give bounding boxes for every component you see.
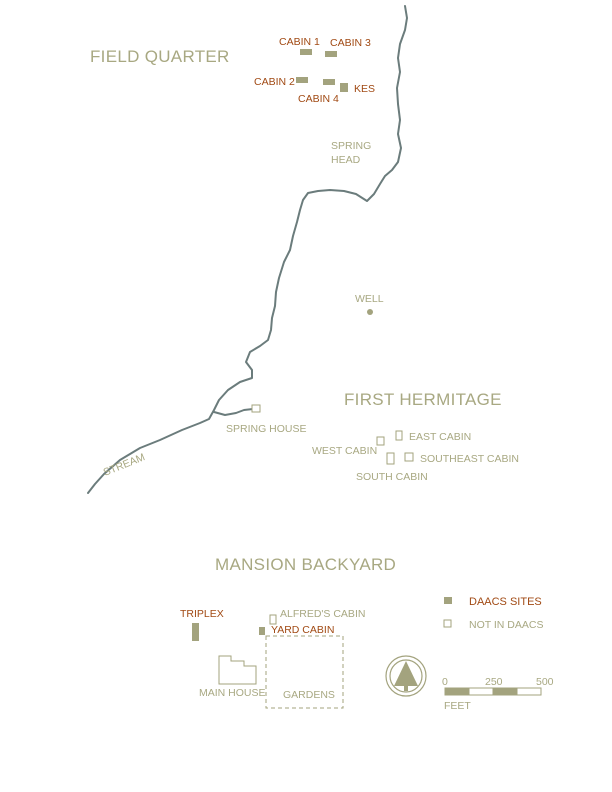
label-spring-house: SPRING HOUSE (226, 423, 307, 435)
site-marker-alfreds-cabin (269, 614, 277, 625)
scale-tick-250: 250 (485, 676, 503, 688)
site-marker-triplex (192, 623, 199, 641)
label-cabin-2: CABIN 2 (254, 76, 295, 88)
main-house-outline (218, 655, 257, 685)
label-cabin-4: CABIN 4 (298, 93, 339, 105)
label-southeast-cabin: SOUTHEAST CABIN (420, 453, 519, 465)
stream-line (87, 5, 408, 494)
site-marker-cabin-4 (323, 79, 335, 85)
label-stream: STREAM (102, 451, 147, 479)
gardens-outline (265, 635, 344, 709)
scale-unit: FEET (444, 700, 471, 712)
site-marker-southeast-cabin (404, 452, 414, 462)
label-spring-head-line2: HEAD (331, 154, 361, 166)
region-mansion-backyard: MANSION BACKYARD (215, 555, 396, 574)
site-marker-cabin-3 (325, 51, 337, 57)
label-east-cabin: EAST CABIN (409, 431, 471, 443)
label-well: WELL (355, 293, 384, 305)
legend-not-daacs-swatch (443, 619, 452, 628)
scale-tick-0: 0 (442, 676, 448, 688)
site-marker-spring-house (251, 404, 261, 413)
region-field-quarter: FIELD QUARTER (90, 47, 230, 66)
label-yard-cabin: YARD CABIN (271, 624, 334, 636)
label-spring-head-line1: SPRING (331, 140, 371, 152)
site-marker-kes (340, 83, 348, 92)
label-cabin-1: CABIN 1 (279, 36, 320, 48)
label-cabin-3: CABIN 3 (330, 37, 371, 49)
scale-tick-500: 500 (536, 676, 554, 688)
label-gardens: GARDENS (283, 689, 335, 701)
site-marker-cabin-2 (296, 77, 308, 83)
label-kes: KES (354, 83, 375, 95)
site-marker-south-cabin (386, 452, 395, 465)
site-marker-yard-cabin (259, 627, 265, 635)
scale-bar (444, 687, 542, 696)
legend-not-daacs-label: NOT IN DAACS (469, 619, 543, 631)
label-alfreds-cabin: ALFRED'S CABIN (280, 608, 365, 620)
label-south-cabin: SOUTH CABIN (356, 471, 428, 483)
site-marker-west-cabin (376, 436, 385, 446)
tree-north-arrow-icon (385, 655, 427, 697)
label-west-cabin: WEST CABIN (312, 445, 377, 457)
label-main-house: MAIN HOUSE (199, 687, 266, 699)
region-first-hermitage: FIRST HERMITAGE (344, 390, 502, 409)
label-triplex: TRIPLEX (180, 608, 224, 620)
site-marker-cabin-1 (300, 49, 312, 55)
stream-branch (213, 408, 254, 416)
legend-daacs-label: DAACS SITES (469, 596, 542, 608)
legend-daacs-swatch (444, 597, 452, 604)
site-marker-east-cabin (395, 430, 403, 441)
well-dot (367, 309, 373, 315)
